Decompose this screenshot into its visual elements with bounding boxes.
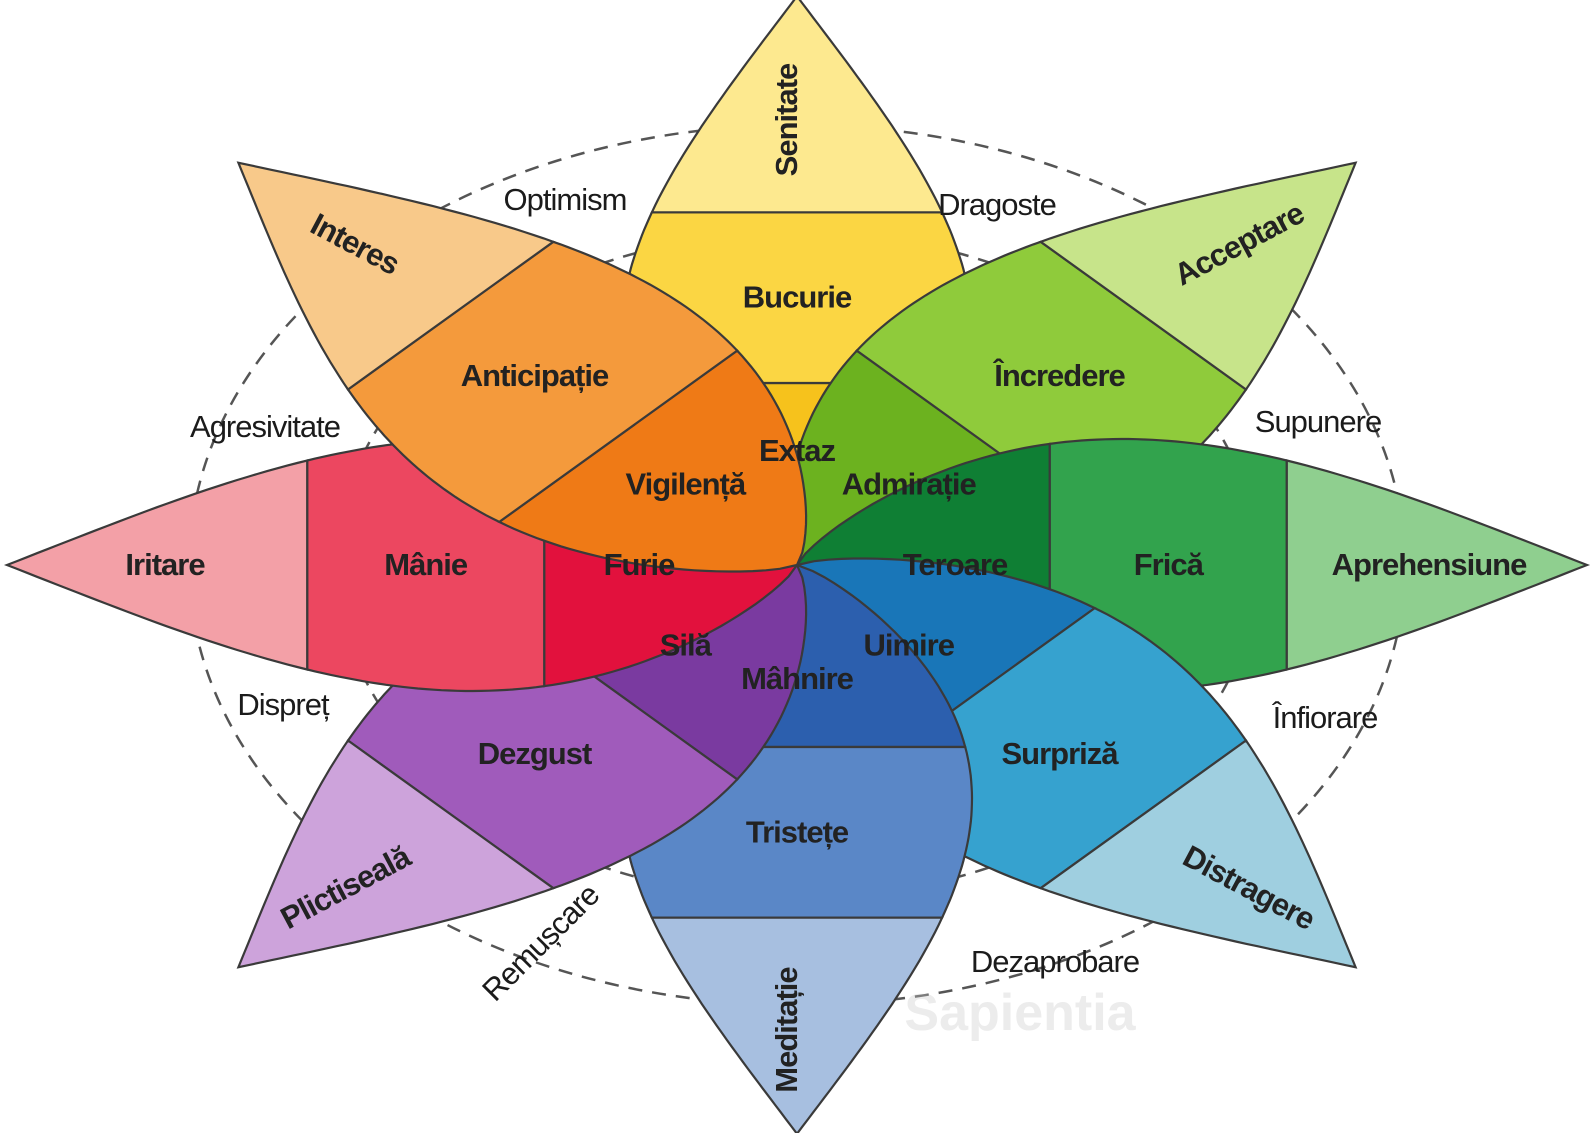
combination-label: Dragoste: [938, 187, 1056, 222]
petal-joy-label-inner: Extaz: [759, 433, 835, 468]
petal-disgust-label-middle: Dezgust: [478, 736, 592, 771]
petals-group: [3, 0, 1591, 1133]
combination-label: Dezaprobare: [971, 944, 1139, 979]
combination-label: Înfiorare: [1272, 700, 1378, 735]
petal-sadness-label-middle: Tristețe: [746, 814, 849, 849]
petal-anger-label-outer: Iritare: [125, 547, 205, 582]
combination-label: Optimism: [504, 182, 627, 217]
petal-joy-label-outer: Senitate: [769, 63, 804, 176]
petal-surprise-band-outer: [1038, 738, 1358, 969]
petal-disgust-band-outer: [236, 738, 556, 969]
combination-label: Dispreț: [237, 687, 330, 722]
petal-sadness-label-inner: Mâhnire: [741, 661, 854, 696]
petal-sadness-band-outer: [650, 916, 944, 1133]
petal-surprise-label-middle: Surpriză: [1001, 736, 1119, 771]
petal-fear-label-inner: Teroare: [903, 547, 1008, 582]
petal-anger-label-middle: Mânie: [384, 547, 468, 582]
petal-anger-label-inner: Furie: [604, 547, 676, 582]
petal-surprise-label-inner: Uimire: [863, 627, 954, 662]
petal-disgust-label-inner: Silă: [660, 627, 713, 662]
petal-anger-band-outer: [3, 459, 309, 671]
petal-joy-label-middle: Bucurie: [743, 280, 852, 315]
petal-fear-band-outer: [1285, 459, 1591, 671]
petal-anticipation-label-middle: Anticipație: [461, 358, 609, 393]
petal-trust-label-middle: Încredere: [992, 357, 1125, 393]
petal-trust-label-inner: Admirație: [842, 467, 977, 502]
petal-anticipation-label-inner: Vigilență: [625, 467, 746, 502]
petal-fear-label-outer: Aprehensiune: [1332, 547, 1527, 582]
petal-sadness-label-outer: Meditație: [769, 967, 804, 1093]
watermark-text: Sapientia: [904, 984, 1136, 1042]
petal-anticipation: [236, 161, 808, 573]
petal-joy-band-outer: [650, 0, 944, 214]
petal-trust-band-outer: [1038, 161, 1358, 392]
combination-label: Agresivitate: [190, 409, 340, 444]
petal-anticipation-band-outer: [236, 161, 556, 392]
combination-label: Supunere: [1255, 404, 1381, 439]
petal-fear-label-middle: Frică: [1134, 547, 1205, 582]
